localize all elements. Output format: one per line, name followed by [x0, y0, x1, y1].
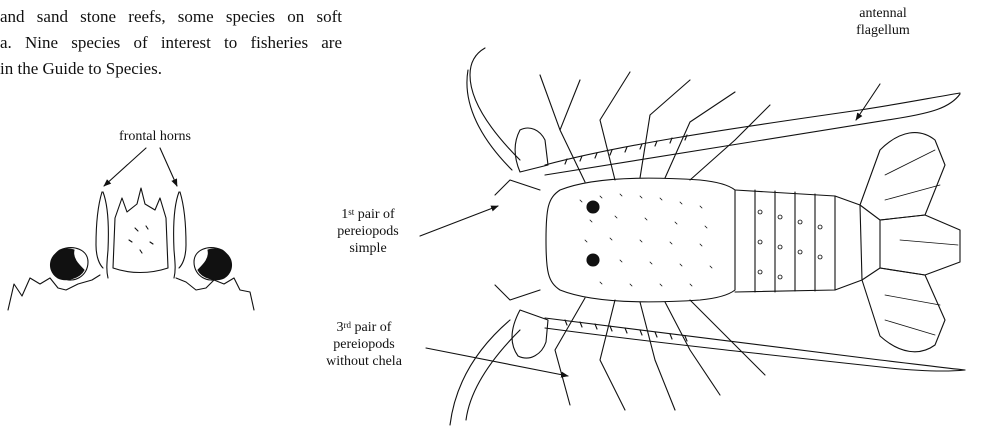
tail-segment	[835, 196, 862, 290]
first-pereiopods-pointer	[420, 206, 498, 236]
frontal-horns-arrow-left	[104, 148, 146, 186]
carapace-texture	[580, 194, 712, 286]
antenna-right-upper-lower	[545, 94, 960, 175]
antennule-upper	[470, 48, 520, 160]
abdomen	[735, 190, 835, 292]
leg-upper-3	[640, 80, 690, 178]
antenna-right-upper	[545, 93, 960, 165]
frontal-horns-arrow-right	[160, 148, 177, 186]
antennal-flagellum-pointer	[856, 84, 880, 120]
third-pereiopods-pointer	[426, 348, 568, 376]
frontal-horns-figure	[8, 148, 254, 310]
leg-upper-4	[665, 92, 735, 178]
carapace-front-plate	[113, 188, 168, 273]
claw-lower-spiny	[512, 310, 548, 358]
antennule-lower	[466, 330, 520, 420]
leg-upper-5	[690, 105, 770, 180]
antennule-upper-2	[467, 70, 512, 170]
leg-lower-2	[600, 300, 625, 410]
right-carapace-edge	[176, 278, 254, 310]
left-carapace-edge	[8, 275, 100, 310]
right-horn-inner	[174, 192, 179, 278]
lobster-eye-upper	[587, 201, 599, 213]
left-eye	[51, 249, 85, 280]
first-pereiopod-upper	[495, 180, 540, 195]
plate-dent	[129, 226, 153, 253]
tail-fan-upper	[860, 133, 945, 220]
abdomen-segment-lines	[755, 190, 815, 292]
lobster-eye-lower	[587, 254, 599, 266]
leg-lower-1	[555, 298, 585, 405]
leg-upper-1	[540, 75, 585, 182]
left-horn-inner	[103, 192, 108, 278]
antennule-lower-2	[450, 320, 510, 425]
leg-lower-3	[640, 302, 675, 410]
claw-upper-spiny	[515, 128, 548, 172]
right-eye	[198, 249, 232, 280]
tail-fan-lower	[862, 268, 945, 352]
left-frontal-horn	[96, 192, 103, 268]
right-frontal-horn	[179, 192, 186, 268]
abdomen-texture	[758, 210, 822, 279]
tail-fan-ribs	[885, 150, 958, 335]
first-pereiopod-lower	[495, 285, 540, 300]
tail-fan-middle	[880, 215, 960, 275]
